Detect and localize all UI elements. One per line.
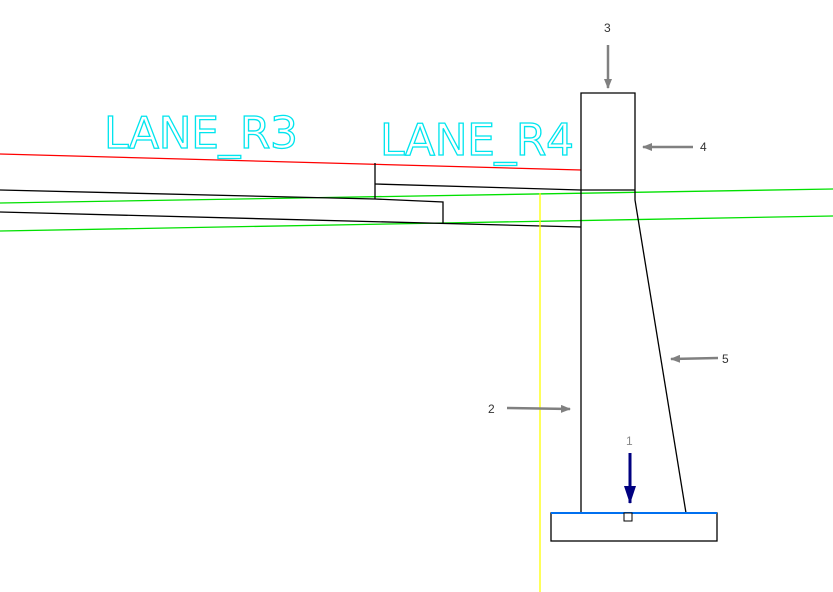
footing (550, 512, 718, 542)
lane-label-r3: LANE_R3 (104, 108, 300, 159)
lane-label-r4: LANE_R4 (380, 115, 576, 166)
callout-5: 5 (722, 352, 729, 366)
callout-3: 3 (604, 21, 611, 35)
ground-line-lower (0, 215, 833, 232)
callout-4: 4 (700, 140, 707, 154)
ground-line-upper (0, 188, 833, 204)
arrow-2 (506, 404, 571, 413)
callout-1: 1 (626, 434, 633, 448)
wall-stem (580, 92, 687, 514)
pavement-edge-line (0, 153, 582, 171)
pavement-layers (0, 163, 582, 228)
reference-point (623, 512, 633, 522)
callout-2: 2 (488, 402, 495, 416)
load-arrow-head (624, 486, 636, 504)
arrow-5 (670, 354, 719, 363)
